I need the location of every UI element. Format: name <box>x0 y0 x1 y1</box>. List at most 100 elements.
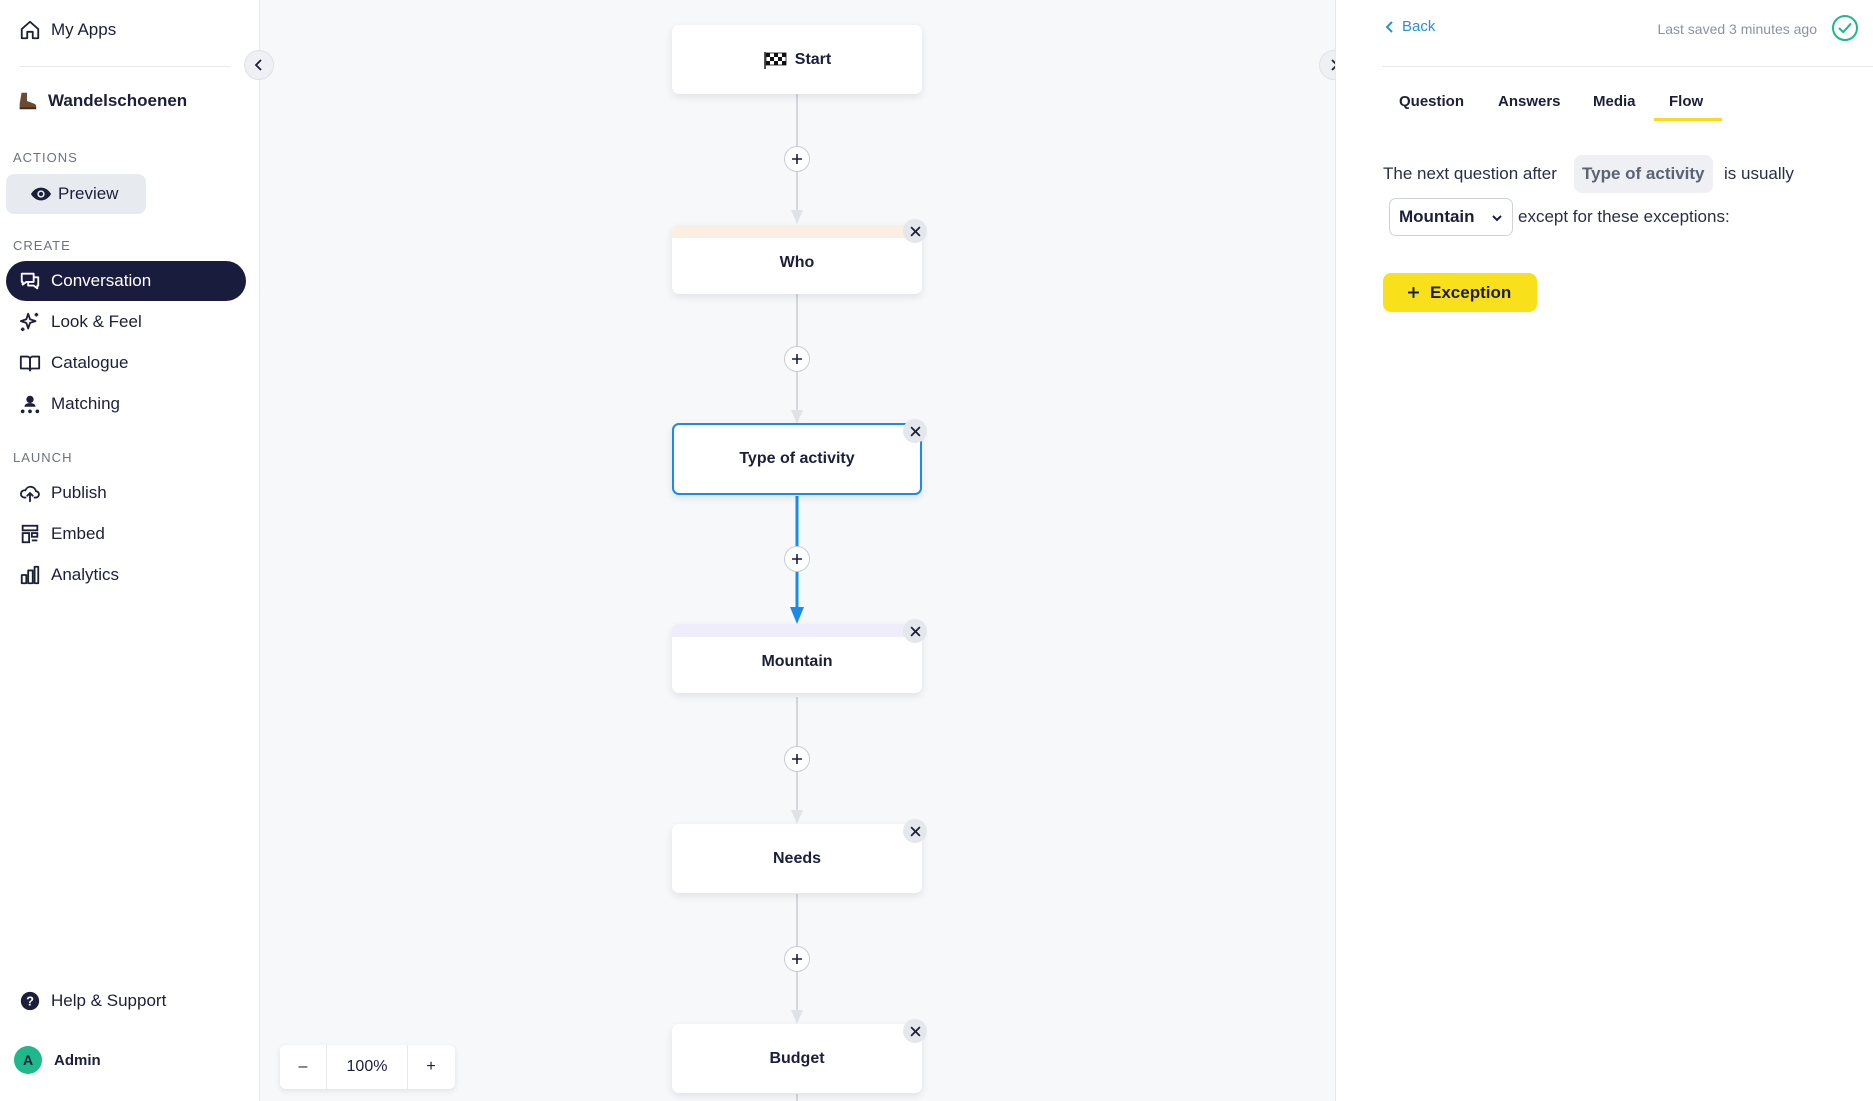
node-category-band <box>672 624 922 637</box>
user-menu[interactable]: A Admin <box>14 1046 101 1074</box>
sidebar-item-analytics[interactable]: Analytics <box>6 555 246 595</box>
embed-icon <box>18 522 42 546</box>
question-settings-panel: Back Last saved 3 minutes ago Question A… <box>1335 0 1873 1101</box>
next-question-value: Mountain <box>1399 207 1475 226</box>
node-label: Mountain <box>761 652 833 670</box>
home-icon <box>18 18 42 42</box>
insert-question-button[interactable] <box>784 946 810 972</box>
close-icon <box>909 225 921 237</box>
app-name-text: Wandelschoenen <box>48 91 188 110</box>
add-exception-label: Exception <box>1430 282 1512 302</box>
app-name: Wandelschoenen <box>16 90 187 112</box>
active-tab-indicator <box>1654 118 1722 121</box>
plus-icon <box>791 153 803 165</box>
my-apps-label: My Apps <box>51 20 117 39</box>
zoom-in-button[interactable]: + <box>426 1058 436 1075</box>
bar-chart-icon <box>18 563 42 587</box>
insert-question-button[interactable] <box>784 146 810 172</box>
next-question-select[interactable]: Mountain <box>1389 198 1513 236</box>
plus-icon <box>791 753 803 765</box>
upload-cloud-icon <box>18 481 42 505</box>
my-apps-link[interactable]: My Apps <box>6 10 246 50</box>
node-label: Needs <box>772 849 822 867</box>
plus-icon <box>791 553 803 565</box>
flow-node-mountain[interactable]: Mountain <box>672 624 922 693</box>
eye-icon <box>30 186 52 202</box>
flow-node-needs[interactable]: Needs <box>672 824 922 893</box>
insert-question-button[interactable] <box>784 346 810 372</box>
node-label: Start <box>794 50 832 68</box>
node-label: Type of activity <box>739 450 855 467</box>
sidebar-item-embed[interactable]: Embed <box>6 514 246 554</box>
saved-check-icon <box>1831 14 1859 47</box>
flow-sentence-prefix: The next question after <box>1383 164 1557 183</box>
node-label: Who <box>779 253 815 271</box>
flow-node-who[interactable]: Who <box>672 225 922 294</box>
back-label: Back <box>1402 18 1436 35</box>
tab-media[interactable]: Media <box>1593 93 1636 110</box>
close-icon <box>909 825 921 837</box>
sidebar: My Apps Wandelschoenen ACTIONS Preview C… <box>0 0 260 1101</box>
matching-icon <box>18 392 42 416</box>
tab-question[interactable]: Question <box>1399 93 1465 110</box>
sidebar-item-label: Catalogue <box>51 353 129 372</box>
preview-button[interactable]: Preview <box>6 174 146 214</box>
section-actions: ACTIONS <box>13 150 78 165</box>
sidebar-item-label: Publish <box>51 483 107 502</box>
back-link[interactable]: Back <box>1386 18 1435 35</box>
remove-node-needs-button[interactable] <box>903 819 927 843</box>
sidebar-item-label: Look & Feel <box>51 312 142 331</box>
book-icon <box>18 351 42 375</box>
boot-icon <box>16 90 38 112</box>
section-create: CREATE <box>13 238 71 253</box>
node-category-band <box>672 225 922 238</box>
checkered-flag-icon <box>763 51 787 69</box>
svg-text:?: ? <box>26 994 34 1009</box>
zoom-control: – 100% + <box>280 1045 455 1089</box>
close-icon <box>909 625 921 637</box>
zoom-level: 100% <box>326 1045 408 1089</box>
close-icon <box>909 425 921 437</box>
question-circle-icon: ? <box>18 989 42 1013</box>
insert-question-button[interactable] <box>784 546 810 572</box>
plus-icon <box>791 953 803 965</box>
flow-node-type-of-activity[interactable]: Type of activity <box>672 423 922 495</box>
sidebar-divider <box>20 66 230 67</box>
chevron-left-icon <box>1386 20 1394 33</box>
sidebar-item-conversation[interactable]: Conversation <box>6 261 246 301</box>
avatar: A <box>14 1046 42 1074</box>
sidebar-item-label: Embed <box>51 524 105 543</box>
sidebar-item-label: Matching <box>51 394 120 413</box>
collapse-sidebar-button[interactable] <box>244 50 274 80</box>
tab-flow[interactable]: Flow <box>1669 93 1704 110</box>
chevron-left-icon <box>254 59 264 71</box>
sidebar-item-publish[interactable]: Publish <box>6 473 246 513</box>
tab-answers[interactable]: Answers <box>1498 93 1561 110</box>
sidebar-item-catalogue[interactable]: Catalogue <box>6 343 246 383</box>
node-label: Budget <box>769 1049 825 1067</box>
remove-node-mountain-button[interactable] <box>903 619 927 643</box>
help-support-link[interactable]: ? Help & Support <box>6 981 246 1021</box>
insert-question-button[interactable] <box>784 746 810 772</box>
exceptions-text: except for these exceptions: <box>1518 207 1730 226</box>
last-saved-status: Last saved 3 minutes ago <box>1657 21 1817 37</box>
add-exception-button[interactable]: Exception <box>1383 273 1537 312</box>
sidebar-item-matching[interactable]: Matching <box>6 384 246 424</box>
remove-node-who-button[interactable] <box>903 219 927 243</box>
remove-node-budget-button[interactable] <box>903 1019 927 1043</box>
chat-icon <box>18 269 42 293</box>
flow-node-start[interactable]: Start <box>672 25 922 94</box>
close-icon <box>909 1025 921 1037</box>
flow-node-budget[interactable]: Budget <box>672 1024 922 1093</box>
sidebar-item-label: Conversation <box>51 271 152 290</box>
sidebar-item-label: Analytics <box>51 565 120 584</box>
preview-label: Preview <box>58 184 119 203</box>
panel-divider <box>1382 66 1873 67</box>
plus-icon <box>791 353 803 365</box>
sidebar-item-look-feel[interactable]: Look & Feel <box>6 302 246 342</box>
current-question-chip: Type of activity <box>1574 155 1713 193</box>
user-name: Admin <box>54 1051 101 1069</box>
flow-sentence-suffix: is usually <box>1724 164 1794 183</box>
zoom-out-button[interactable]: – <box>298 1058 308 1075</box>
remove-node-type-of-activity-button[interactable] <box>903 419 927 443</box>
